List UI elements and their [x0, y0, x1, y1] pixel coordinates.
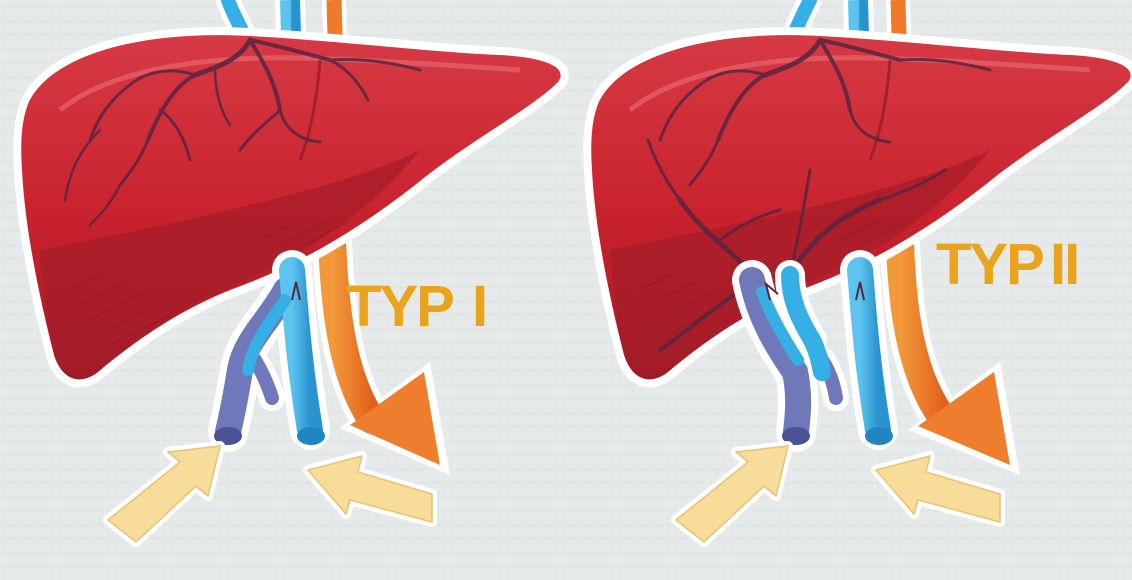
- panel-label-word: TYP: [346, 274, 453, 339]
- panel-label-numeral: I: [472, 274, 486, 339]
- panel-label-numeral: II: [1050, 232, 1078, 297]
- panel-label-2: TYP II: [936, 232, 1078, 297]
- panel-label-word: TYP: [936, 232, 1043, 297]
